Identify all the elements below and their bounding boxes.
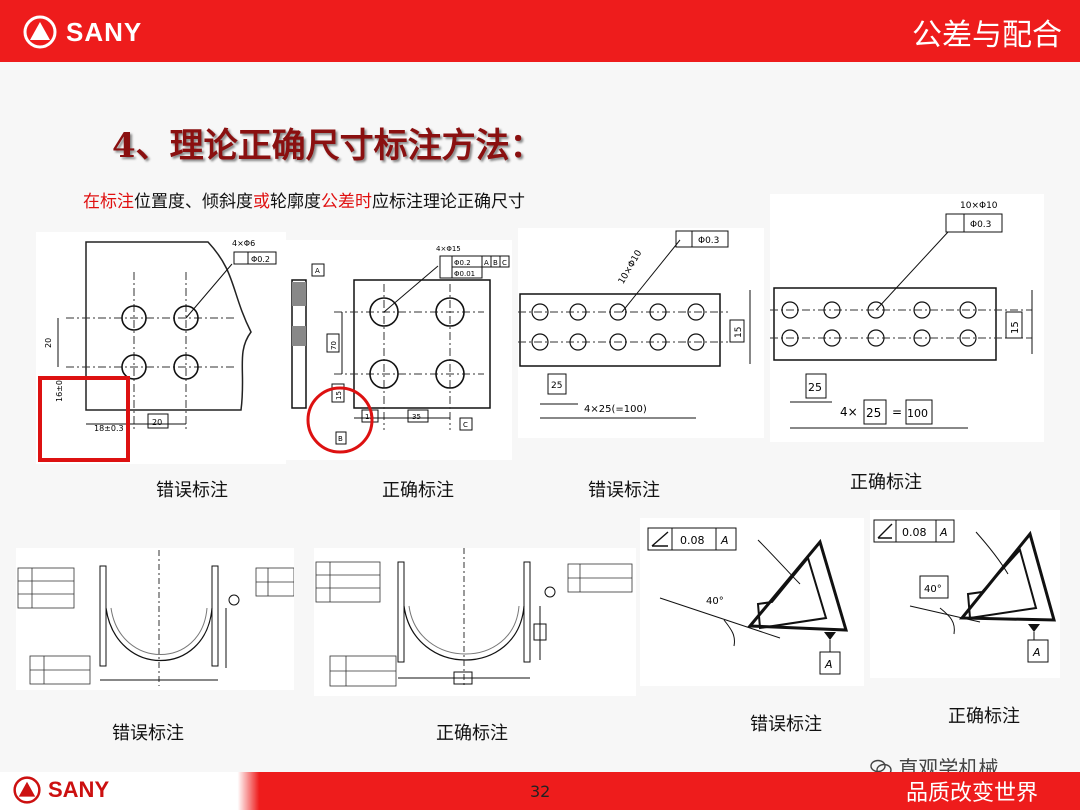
caption-right-1: 正确标注 bbox=[382, 480, 454, 501]
subline-part: 轮廓度 bbox=[270, 192, 321, 212]
figure-1-drawing: 4×Φ6 Φ0.2 20 16±0. 18±0.3 20 bbox=[38, 239, 277, 462]
figure-6-drawing bbox=[315, 548, 633, 688]
dim-15: 15 bbox=[365, 413, 374, 421]
tolerance-value: Φ0.3 bbox=[698, 236, 719, 246]
figure-8-drawing: 0.08 A 40° A bbox=[873, 519, 1056, 663]
subline-part: 在标注 bbox=[83, 192, 134, 212]
figure-2-right: 4×Φ15 Φ0.2 Φ0.01 A B C A 70 15 15 35 B C bbox=[284, 240, 512, 460]
figure-1-wrong: 4×Φ6 Φ0.2 20 16±0. 18±0.3 20 bbox=[36, 232, 286, 464]
dim-25: 25 bbox=[551, 381, 562, 391]
datum-ref: A bbox=[315, 267, 320, 275]
dim-total: 4×25(=100) bbox=[584, 404, 647, 415]
tolerance-value: Φ0.3 bbox=[970, 220, 991, 230]
figure-3-wrong: 10×Φ10 Φ0.3 15 25 4×25(=100) bbox=[518, 228, 764, 438]
dim-18: 18±0.3 bbox=[94, 424, 124, 433]
datum-ref: A bbox=[720, 534, 729, 547]
figure-5-wrong bbox=[16, 548, 295, 690]
figure-4-right: 10×Φ10 Φ0.3 15 25 4× 25 = 100 bbox=[770, 194, 1044, 442]
footer-slogan: 品质改变世界 bbox=[905, 781, 1038, 806]
slide-heading: 4、理论正确尺寸标注方法： bbox=[112, 126, 544, 166]
hole-note: 4×Φ15 bbox=[436, 245, 461, 253]
caption-wrong-4: 错误标注 bbox=[750, 714, 822, 735]
footer-bar: SANY 32 品质改变世界 bbox=[0, 772, 1080, 810]
caption-right-2: 正确标注 bbox=[850, 472, 922, 493]
figure-4-drawing: 10×Φ10 Φ0.3 15 25 4× 25 = 100 bbox=[770, 201, 1033, 429]
sany-logo-icon bbox=[23, 15, 57, 49]
brand-name: SANY bbox=[66, 16, 143, 47]
caption-right-3: 正确标注 bbox=[436, 723, 508, 744]
dim-25: 25 bbox=[866, 406, 881, 420]
dim-15: 15 bbox=[1010, 321, 1021, 334]
tolerance-value: Φ0.2 bbox=[251, 255, 270, 264]
dim-16: 16±0. bbox=[55, 377, 64, 402]
caption-wrong-1: 错误标注 bbox=[156, 480, 228, 501]
datum-ref: A bbox=[824, 658, 833, 671]
figure-7-wrong: 0.08 A 40° A bbox=[640, 518, 864, 686]
subline-part: 位置度、倾斜度 bbox=[134, 192, 253, 212]
datum-ref: A bbox=[484, 259, 489, 267]
subline-part: 公差时 bbox=[321, 192, 372, 212]
datum-ref: A bbox=[1032, 646, 1041, 659]
datum-ref: B bbox=[338, 435, 343, 443]
dim-15: 15 bbox=[335, 391, 343, 400]
footer-brand: SANY bbox=[48, 777, 110, 802]
dim-20: 20 bbox=[44, 338, 53, 348]
highlight-box bbox=[38, 376, 130, 462]
dim-25: 25 bbox=[808, 381, 822, 394]
caption-wrong-3: 错误标注 bbox=[112, 723, 184, 744]
figure-6-right bbox=[314, 548, 636, 696]
dim-20-box: 20 bbox=[152, 418, 162, 427]
caption-right-4: 正确标注 bbox=[948, 706, 1020, 727]
figure-5-drawing bbox=[17, 550, 295, 686]
datum-ref: A bbox=[939, 526, 948, 539]
figure-2-drawing: 4×Φ15 Φ0.2 Φ0.01 A B C A 70 15 15 35 B C bbox=[291, 245, 510, 454]
highlight-circle bbox=[306, 386, 374, 454]
sany-logo: SANY bbox=[22, 14, 142, 50]
figure-7-drawing: 0.08 A 40° A bbox=[647, 527, 849, 675]
angle-label: 40° bbox=[706, 596, 724, 607]
angle-label: 40° bbox=[924, 584, 942, 595]
sany-logo-icon bbox=[13, 776, 41, 804]
footer-logo: SANY bbox=[12, 776, 109, 804]
subline-part: 或 bbox=[253, 192, 270, 212]
hole-note: 10×Φ10 bbox=[960, 201, 998, 211]
dim-15: 15 bbox=[734, 327, 744, 338]
page-number: 32 bbox=[530, 782, 551, 801]
dim-35: 35 bbox=[412, 413, 421, 421]
caption-wrong-2: 错误标注 bbox=[588, 480, 660, 501]
datum-ref: B bbox=[493, 259, 498, 267]
dim-70: 70 bbox=[330, 341, 338, 350]
tolerance-value: Φ0.01 bbox=[454, 270, 475, 278]
tolerance-value: 0.08 bbox=[902, 526, 927, 539]
subline-part: 应标注理论正确尺寸 bbox=[372, 192, 525, 212]
slide-subline: 在标注位置度、倾斜度或轮廓度公差时应标注理论正确尺寸 bbox=[83, 187, 525, 212]
datum-ref: C bbox=[502, 259, 507, 267]
tolerance-value: Φ0.2 bbox=[454, 259, 471, 267]
datum-ref: C bbox=[463, 421, 468, 429]
header-bar: SANY 公差与配合 bbox=[0, 0, 1080, 62]
hole-note: 4×Φ6 bbox=[232, 239, 255, 248]
dim-multiplier: 4× bbox=[840, 405, 858, 419]
figure-3-drawing: 10×Φ10 Φ0.3 15 25 4×25(=100) bbox=[518, 230, 751, 419]
tolerance-value: 0.08 bbox=[680, 534, 705, 547]
dim-100: 100 bbox=[907, 407, 928, 420]
figure-8-right: 0.08 A 40° A bbox=[870, 510, 1060, 678]
dim-equals: = bbox=[892, 405, 902, 419]
page-header-title: 公差与配合 bbox=[912, 18, 1062, 53]
hole-note: 10×Φ10 bbox=[617, 248, 645, 286]
